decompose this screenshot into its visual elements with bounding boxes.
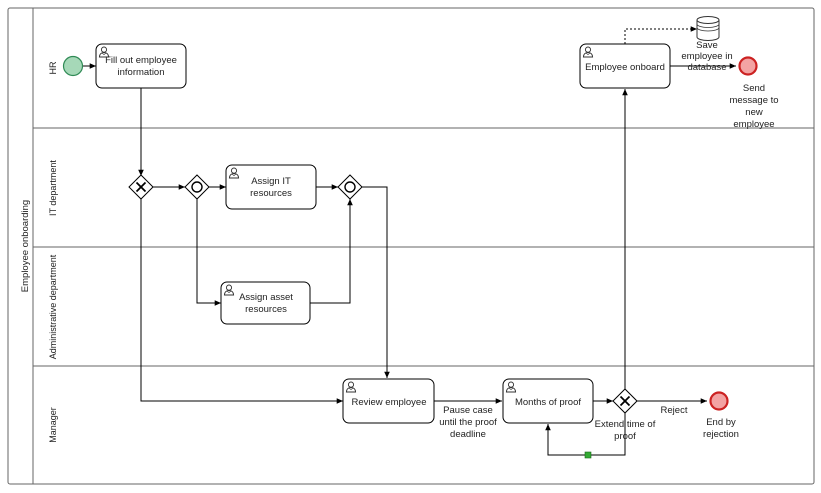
start-event[interactable] (62, 55, 84, 77)
end-rejection-label-line1: End by (706, 417, 736, 428)
flow-or-to-asset[interactable] (196, 199, 221, 306)
end-send-label-line3: new (745, 107, 763, 118)
end-event-send-message[interactable] (738, 56, 758, 76)
task-months-of-proof[interactable]: Months of proof (502, 378, 594, 424)
lane-label-manager: Manager (48, 407, 58, 443)
data-store-label-line1: Save (696, 40, 718, 51)
end-send-label-line2: message to (729, 95, 778, 106)
lane-label-admin: Administrative department (48, 254, 58, 359)
data-store-label-line3: database (687, 62, 726, 73)
task-assign-asset-label-line2: resources (245, 304, 287, 315)
task-assign-it-label-line2: resources (250, 188, 292, 199)
task-review-employee-label: Review employee (352, 397, 427, 408)
end-event-rejection[interactable] (709, 391, 729, 411)
task-review-employee[interactable]: Review employee (342, 378, 435, 424)
task-fill-out-information[interactable]: Fill out employee information (95, 43, 187, 89)
flow-label-reject: Reject (661, 405, 688, 416)
task-months-of-proof-label: Months of proof (515, 397, 581, 408)
flow-label-extend-line2: proof (614, 431, 636, 442)
flow-label-extend-line1: Extend time of (595, 419, 656, 430)
flow-label-pause-line1: Pause case (443, 405, 493, 416)
flow-asset-to-join[interactable] (310, 199, 353, 304)
end-send-label-line1: Send (743, 83, 765, 94)
data-store-employee-db[interactable] (696, 16, 720, 41)
exclusive-gateway-icon (135, 181, 147, 193)
data-store-label-line2: employee in (681, 51, 732, 62)
inclusive-gateway-icon (344, 181, 356, 193)
task-assign-it-resources[interactable]: Assign IT resources (225, 164, 317, 210)
loop-waypoint-marker (584, 451, 592, 459)
sequence-flows (83, 63, 736, 456)
exclusive-gateway-decision[interactable] (612, 388, 638, 414)
inclusive-gateway-split[interactable] (184, 174, 210, 200)
task-fill-out-label-line1: Fill out employee (105, 55, 177, 66)
flow-join-to-review[interactable] (362, 186, 390, 378)
inclusive-gateway-join[interactable] (337, 174, 363, 200)
end-send-label-line4: employee (733, 119, 774, 130)
exclusive-gateway-split[interactable] (128, 174, 154, 200)
task-employee-onboard-label: Employee onboard (585, 62, 665, 73)
task-assign-asset-label-line1: Assign asset (239, 292, 293, 303)
data-association (624, 26, 697, 44)
task-assign-asset-resources[interactable]: Assign asset resources (220, 281, 311, 325)
exclusive-gateway-icon (619, 395, 631, 407)
task-assign-it-label-line1: Assign IT (251, 176, 291, 187)
database-icon (696, 20, 720, 41)
task-employee-onboard[interactable]: Employee onboard (579, 43, 671, 89)
inclusive-gateway-icon (191, 181, 203, 193)
task-fill-out-label-line2: information (118, 67, 165, 78)
pool-label: Employee onboarding (20, 200, 31, 292)
pool (7, 7, 815, 485)
flow-label-pause-line3: deadline (450, 429, 486, 440)
flow-xor-to-review[interactable] (140, 198, 343, 404)
flow-label-pause-line2: until the proof (439, 417, 497, 428)
lane-label-it: IT department (48, 160, 58, 216)
end-rejection-label-line2: rejection (703, 429, 739, 440)
lane-label-hr: HR (48, 61, 58, 74)
